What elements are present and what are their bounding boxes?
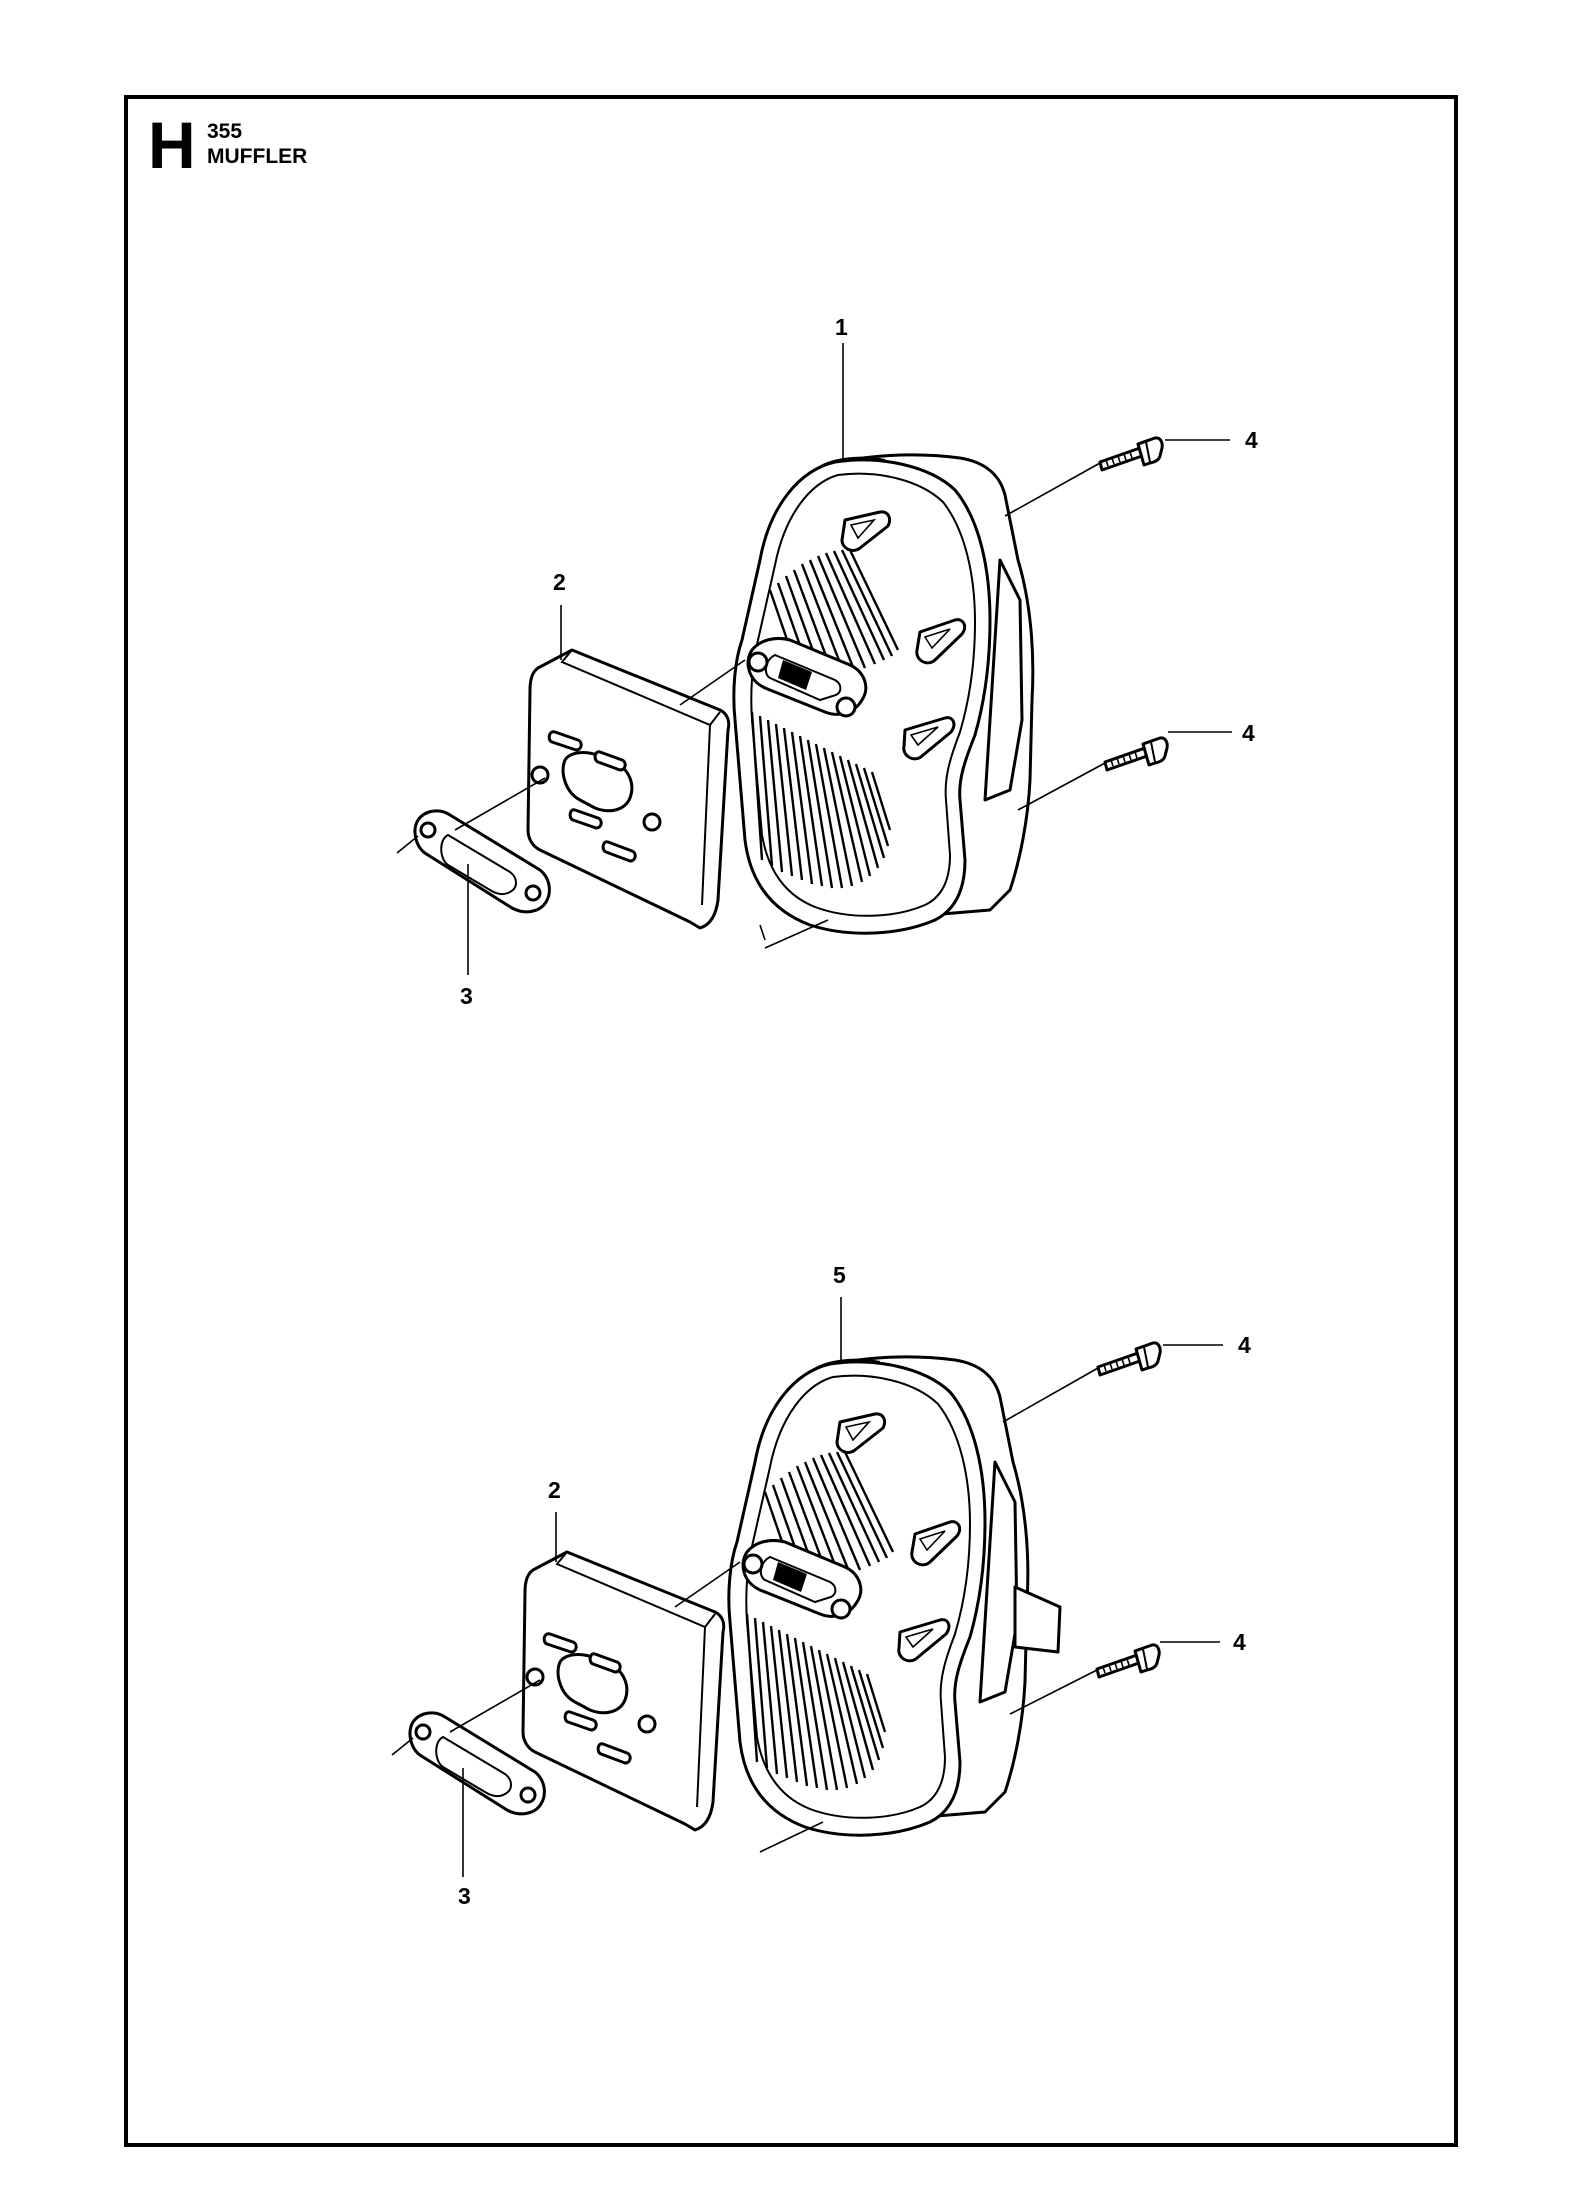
callout-4-lower-alt: 4 bbox=[1233, 1629, 1246, 1655]
callout-5: 5 bbox=[833, 1262, 846, 1288]
screw-lower-alt bbox=[1095, 1643, 1161, 1679]
callout-1: 1 bbox=[835, 314, 848, 340]
page-title: MUFFLER bbox=[207, 145, 308, 168]
callout-3: 3 bbox=[460, 983, 473, 1009]
screw-upper-alt bbox=[1096, 1341, 1162, 1377]
callout-2: 2 bbox=[553, 569, 566, 595]
page-border bbox=[124, 95, 1458, 2147]
screw-upper bbox=[1098, 436, 1164, 472]
muffler-assembly bbox=[732, 453, 1035, 935]
muffler-assembly-alt bbox=[727, 1355, 1030, 1837]
callout-4-lower: 4 bbox=[1242, 720, 1255, 746]
top-assembly: 1 2 3 4 4 bbox=[396, 314, 1258, 1009]
callout-3-alt: 3 bbox=[458, 1883, 471, 1909]
callout-4-upper: 4 bbox=[1245, 427, 1258, 453]
section-letter: H bbox=[148, 108, 196, 182]
bottom-assembly: 5 2 3 4 4 bbox=[391, 1262, 1251, 1909]
screw-lower bbox=[1103, 736, 1169, 772]
callout-4-upper-alt: 4 bbox=[1238, 1332, 1251, 1358]
callout-2-alt: 2 bbox=[548, 1477, 561, 1503]
model-number: 355 bbox=[207, 120, 243, 143]
